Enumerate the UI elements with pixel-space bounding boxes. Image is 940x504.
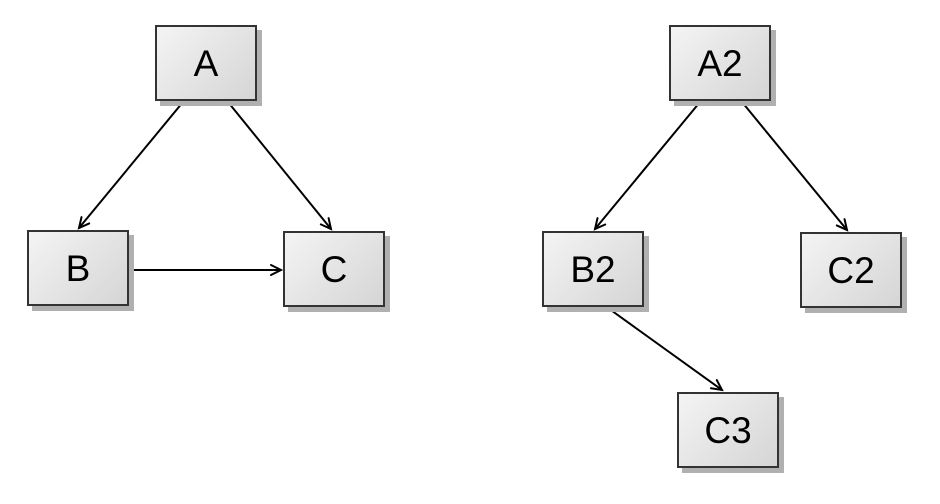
node-A[interactable]: A [155,25,257,101]
edge-group [77,101,849,392]
node-B[interactable]: B [27,230,129,306]
node-C[interactable]: C [283,231,385,307]
node-C3[interactable]: C3 [677,392,779,468]
node-label-B: B [65,247,91,289]
node-label-C: C [320,248,348,290]
node-label-C2: C2 [827,249,875,291]
node-B2[interactable]: B2 [542,231,644,307]
node-C2[interactable]: C2 [800,232,902,308]
node-label-A: A [193,42,219,84]
node-label-C3: C3 [704,409,752,451]
edge-A2-C2 [741,101,849,232]
edge-A2-B2 [593,101,701,231]
node-A2[interactable]: A2 [669,25,771,101]
edge-A-B [77,101,184,230]
node-label-A2: A2 [697,42,743,84]
node-label-B2: B2 [570,248,616,290]
edge-A-C [227,101,333,231]
edge-B2-C3 [607,307,724,392]
